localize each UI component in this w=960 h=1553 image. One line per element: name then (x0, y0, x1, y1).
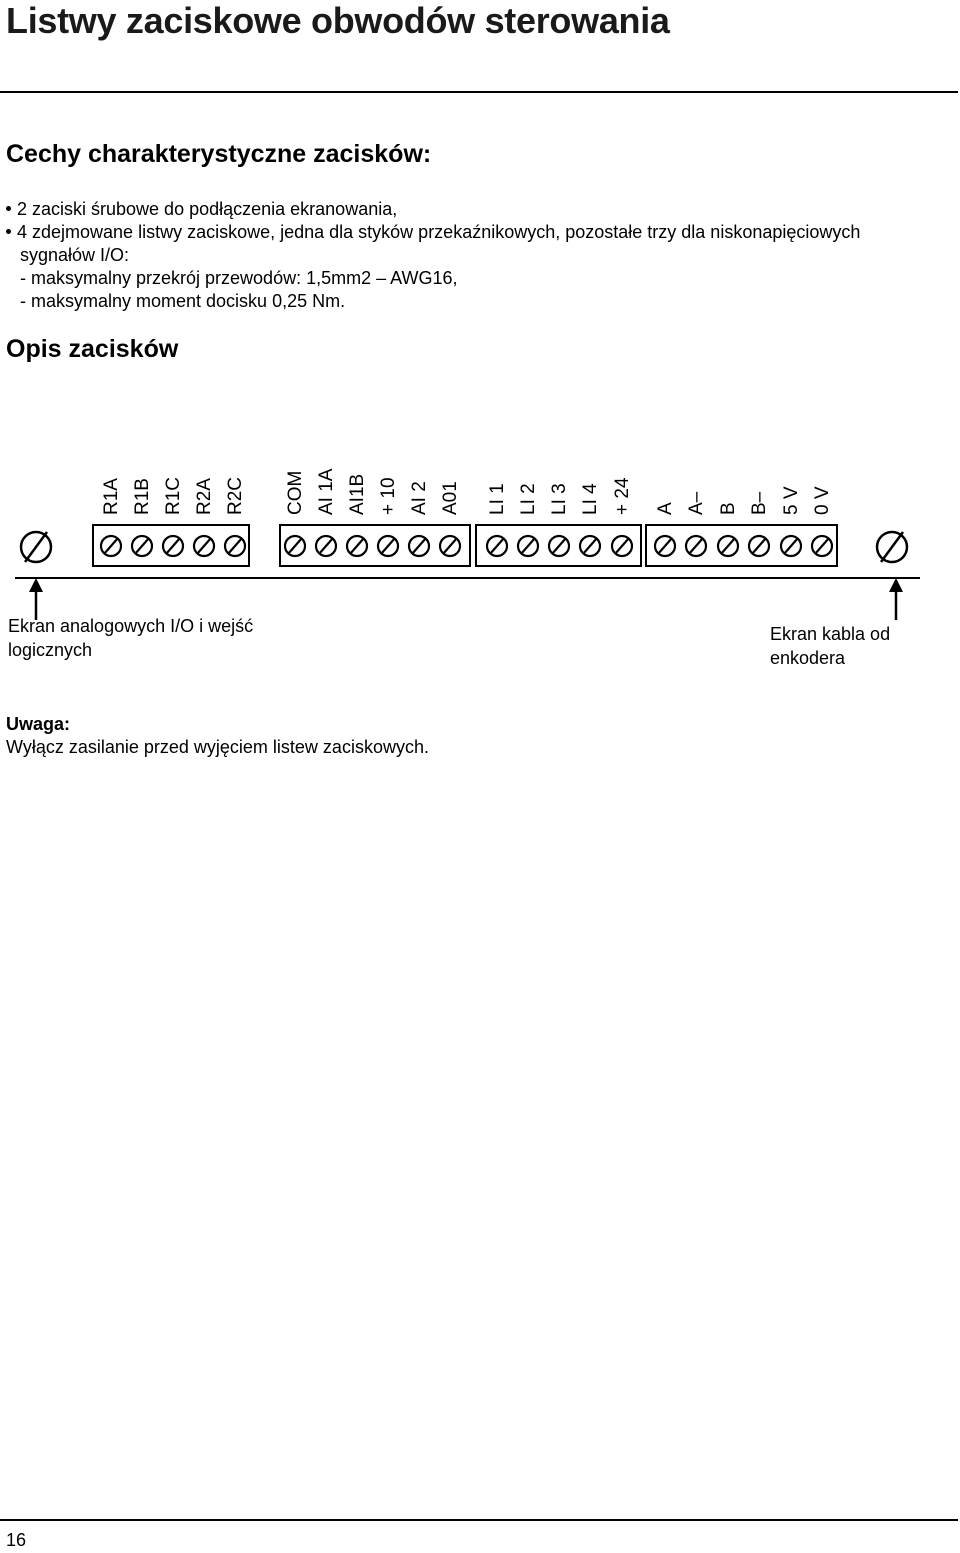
terminal-A: A (653, 502, 677, 558)
bullet-icon (6, 228, 11, 234)
terminal-LI3: LI 3 (547, 483, 571, 558)
terminal-label: + 10 (378, 477, 399, 515)
terminal-label: R1B (132, 478, 153, 515)
right-shield-caption-line-2: enkodera (770, 648, 846, 668)
header-divider (0, 91, 958, 93)
terminal-label: COM (285, 471, 306, 515)
terminal-AI1A: AI 1A (314, 468, 338, 558)
terminal-AI1B: AI1B (345, 474, 369, 558)
terminal-screw-icon (99, 534, 123, 558)
terminal-label: R2C (225, 477, 246, 515)
terminal-A01: A01 (438, 481, 462, 558)
terminal-screw-icon (485, 534, 509, 558)
terminal-label: AI 1A (316, 468, 337, 515)
feature-bullet-2-text: 4 zdejmowane listwy zaciskowe, jedna dla… (17, 222, 861, 242)
terminal-screw-icon (610, 534, 634, 558)
terminal-label: A– (686, 491, 707, 515)
terminal-B-minus: B– (747, 491, 771, 558)
terminal-AI2: AI 2 (407, 481, 431, 558)
terminal-screw-icon (314, 534, 338, 558)
terminal-screw-icon (192, 534, 216, 558)
terminal-R1C: R1C (161, 477, 185, 558)
right-arrow-icon (889, 578, 903, 620)
terminal-screw-icon (407, 534, 431, 558)
terminal-label: A01 (440, 481, 461, 515)
terminal-screw-icon (578, 534, 602, 558)
left-shield-caption-line-1: Ekran analogowych I/O i wejść (8, 616, 254, 636)
terminal-COM: COM (283, 471, 307, 558)
terminal-screw-icon (747, 534, 771, 558)
terminal-screw-icon (161, 534, 185, 558)
right-shield-caption: Ekran kabla od enkodera (770, 622, 890, 670)
terminal-label: R1C (163, 477, 184, 515)
terminal-A-minus: A– (684, 491, 708, 558)
terminal-block-logic (475, 524, 642, 567)
right-shield-caption-line-1: Ekran kabla od (770, 624, 891, 644)
terminal-label: R2A (194, 478, 215, 515)
feature-sub-item-1: - maksymalny przekrój przewodów: 1,5mm2 … (20, 268, 458, 288)
terminal-block-relay (92, 524, 250, 567)
terminal-label: AI1B (347, 474, 368, 515)
terminal-plus-24: + 24 (610, 477, 634, 558)
terminal-screw-icon (684, 534, 708, 558)
terminal-screw-icon (516, 534, 540, 558)
terminal-screw-icon (223, 534, 247, 558)
left-arrow-icon (29, 578, 43, 620)
page-number: 16 (6, 1530, 27, 1550)
terminal-screw-icon (376, 534, 400, 558)
feature-continuation: sygnałów I/O: (20, 245, 130, 265)
terminal-block-encoder (645, 524, 838, 567)
terminal-label: AI 2 (409, 481, 430, 515)
terminal-label: + 24 (612, 477, 633, 515)
terminal-LI2: LI 2 (516, 483, 540, 558)
terminal-label: B– (749, 491, 770, 515)
terminal-screw-icon (547, 534, 571, 558)
left-shield-caption: Ekran analogowych I/O i wejść logicznych (8, 614, 253, 662)
terminal-B: B (716, 502, 740, 558)
terminal-screw-icon (345, 534, 369, 558)
terminal-plus-10: + 10 (376, 477, 400, 558)
terminal-R2C: R2C (223, 477, 247, 558)
terminal-screw-icon (653, 534, 677, 558)
left-shield-caption-line-2: logicznych (8, 640, 93, 660)
terminal-screw-icon (438, 534, 462, 558)
terminal-label: LI 2 (518, 483, 539, 515)
terminal-label: R1A (101, 478, 122, 515)
terminal-screw-icon (810, 534, 834, 558)
terminals-heading: Opis zacisków (6, 335, 179, 363)
terminal-LI4: LI 4 (578, 483, 602, 558)
terminal-LI1: LI 1 (485, 483, 509, 558)
terminal-screw-icon (779, 534, 803, 558)
features-heading: Cechy charakterystyczne zacisków: (6, 140, 432, 168)
terminal-label: 0 V (812, 486, 833, 515)
footer-divider (0, 1519, 958, 1521)
feature-bullet-1: 2 zaciski śrubowe do podłączenia ekranow… (6, 198, 397, 220)
terminal-0V: 0 V (810, 486, 834, 558)
terminal-R2A: R2A (192, 478, 216, 558)
note-title: Uwaga: (6, 714, 71, 734)
page-title: Listwy zaciskowe obwodów sterowania (6, 0, 670, 41)
right-shield-screw-icon (875, 530, 909, 564)
terminal-R1A: R1A (99, 478, 123, 558)
note-text: Wyłącz zasilanie przed wyjęciem listew z… (6, 737, 429, 757)
terminal-screw-icon (716, 534, 740, 558)
terminal-screw-icon (283, 534, 307, 558)
feature-bullet-1-text: 2 zaciski śrubowe do podłączenia ekranow… (17, 199, 398, 219)
terminal-5V: 5 V (779, 486, 803, 558)
terminal-label: LI 4 (580, 483, 601, 515)
left-shield-screw-icon (19, 530, 53, 564)
terminal-block-analog (279, 524, 471, 567)
terminal-strip-diagram: R1A R1B R1C R2A R2C COM AI 1A AI1B + 10 … (15, 468, 920, 620)
feature-sub-item-2: - maksymalny moment docisku 0,25 Nm. (20, 291, 346, 311)
terminal-label: A (655, 502, 676, 515)
bullet-icon (6, 205, 11, 211)
terminal-label: 5 V (781, 486, 802, 515)
terminal-label: B (718, 502, 739, 515)
terminal-R1B: R1B (130, 478, 154, 558)
feature-bullet-2: 4 zdejmowane listwy zaciskowe, jedna dla… (6, 221, 860, 243)
terminal-screw-icon (130, 534, 154, 558)
terminal-label: LI 3 (549, 483, 570, 515)
terminal-label: LI 1 (487, 483, 508, 515)
